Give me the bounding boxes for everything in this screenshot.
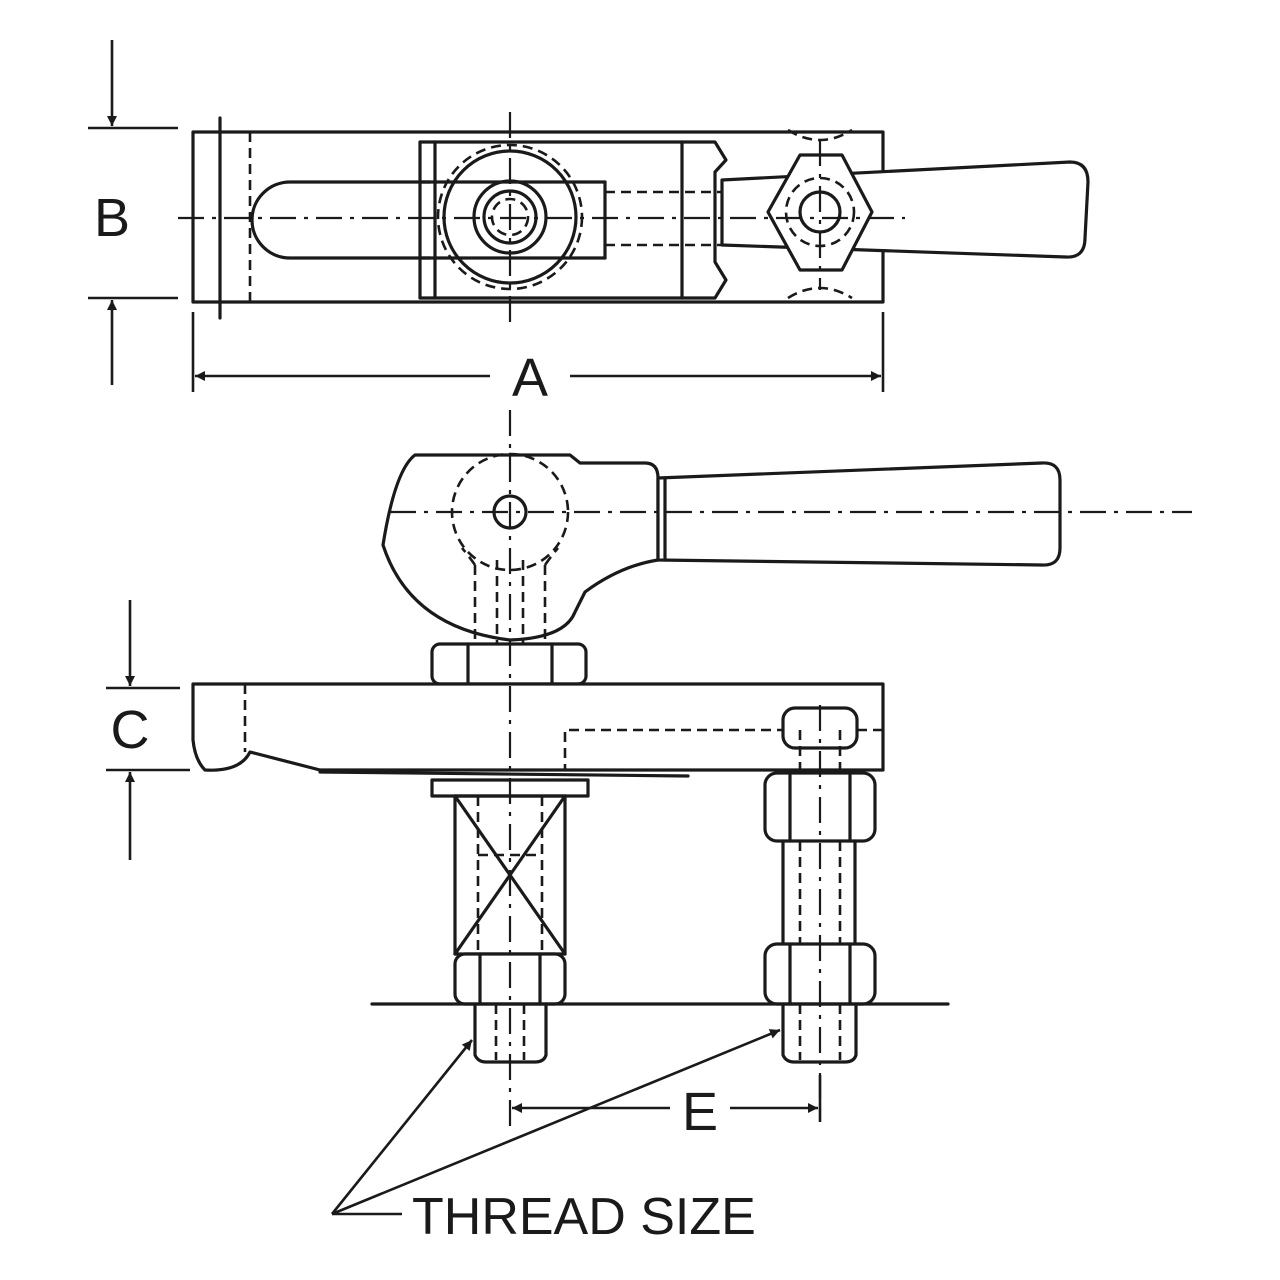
thread-leader-right <box>331 1028 781 1216</box>
dim-a-label: A <box>512 348 548 408</box>
dimension-e: E <box>512 1075 822 1142</box>
dim-b-label: B <box>94 188 130 248</box>
side-arm-hidden-slot <box>563 728 883 770</box>
side-cam-hidden-curves <box>461 547 559 566</box>
top-hex-nut <box>766 153 874 272</box>
dim-e-label: E <box>682 1082 718 1142</box>
side-handle <box>656 461 1062 567</box>
top-arc-upper <box>787 128 853 142</box>
dimension-a: A <box>191 312 885 408</box>
top-slot <box>250 180 432 260</box>
side-cam-head <box>381 453 660 642</box>
top-view <box>178 112 1090 330</box>
side-clamp-arm <box>191 682 885 772</box>
dim-c-label: C <box>111 700 150 760</box>
top-clamp-body <box>418 140 728 300</box>
side-arm-bottom-line <box>318 770 690 778</box>
dimension-c: C <box>106 600 190 860</box>
thread-size-label: THREAD SIZE <box>412 1188 756 1246</box>
side-view <box>191 410 1192 1130</box>
thread-size-callout: THREAD SIZE <box>330 1028 781 1246</box>
thread-leader-left <box>330 1039 474 1215</box>
dimension-b: B <box>88 40 178 385</box>
